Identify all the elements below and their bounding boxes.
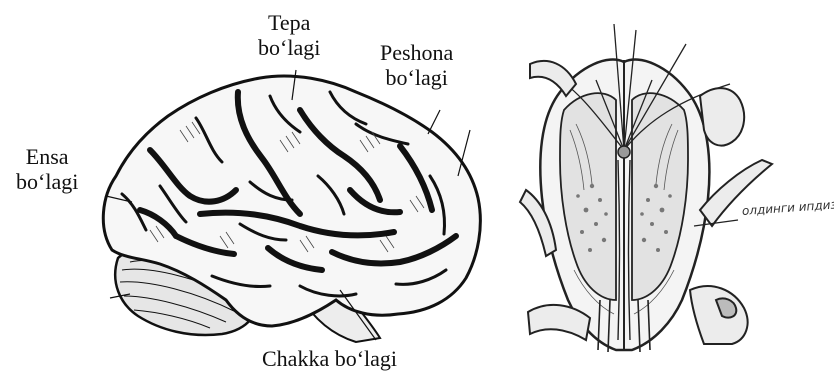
label-chakka-lobe: Chakka bo‘lagi (262, 346, 397, 371)
label-tepa-line2: bo‘lagi (258, 35, 320, 60)
label-ensa-line2: bo‘lagi (16, 169, 78, 194)
label-ensa-lobe: Ensa bo‘lagi (16, 144, 78, 194)
brain-lateral-drawing (103, 70, 480, 342)
label-tepa-line1: Tepa (258, 10, 320, 35)
brain-section-drawing (520, 24, 772, 352)
label-tepa-lobe: Tepa bo‘lagi (258, 10, 320, 60)
section-center-node (618, 146, 630, 158)
label-ensa-line1: Ensa (16, 144, 78, 169)
label-peshona-lobe: Peshona bo‘lagi (380, 40, 453, 90)
label-peshona-line1: Peshona (380, 40, 453, 65)
label-peshona-line2: bo‘lagi (380, 65, 453, 90)
